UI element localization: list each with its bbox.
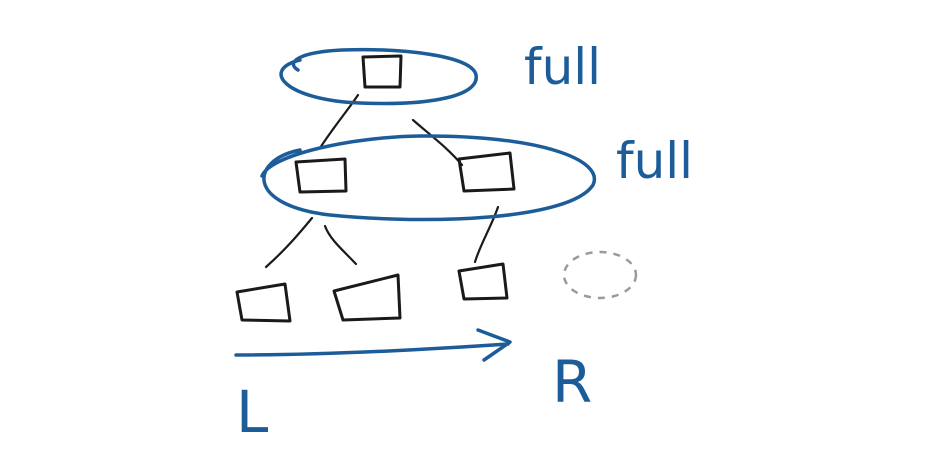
tree-nodes [235,54,516,323]
missing-node-placeholder [562,250,638,300]
node-level1-right [457,151,516,193]
level-0-ellipse [279,47,478,106]
edge-root-to-right-child [411,118,464,167]
edge-left-child-to-leaf-1 [264,216,314,269]
direction-start-label: L [236,378,268,446]
node-level2-leaf-1 [235,282,292,323]
node-root [361,54,403,89]
level-1-status-label: full [616,132,693,190]
edge-root-to-left-child [318,93,360,150]
direction-arrow [234,328,512,362]
level-0-status-label: full [524,38,601,96]
node-level2-leaf-2 [332,273,402,322]
arrow-shaft [234,342,510,357]
arrow-head [476,328,512,362]
node-level2-leaf-3 [457,262,509,301]
node-level1-left [294,157,348,194]
edge-left-child-to-leaf-2 [323,224,358,266]
level-1-ellipse [260,134,597,222]
direction-end-label: R [552,348,592,416]
edge-right-child-to-leaf-3 [473,205,500,264]
level-highlights [260,47,597,222]
